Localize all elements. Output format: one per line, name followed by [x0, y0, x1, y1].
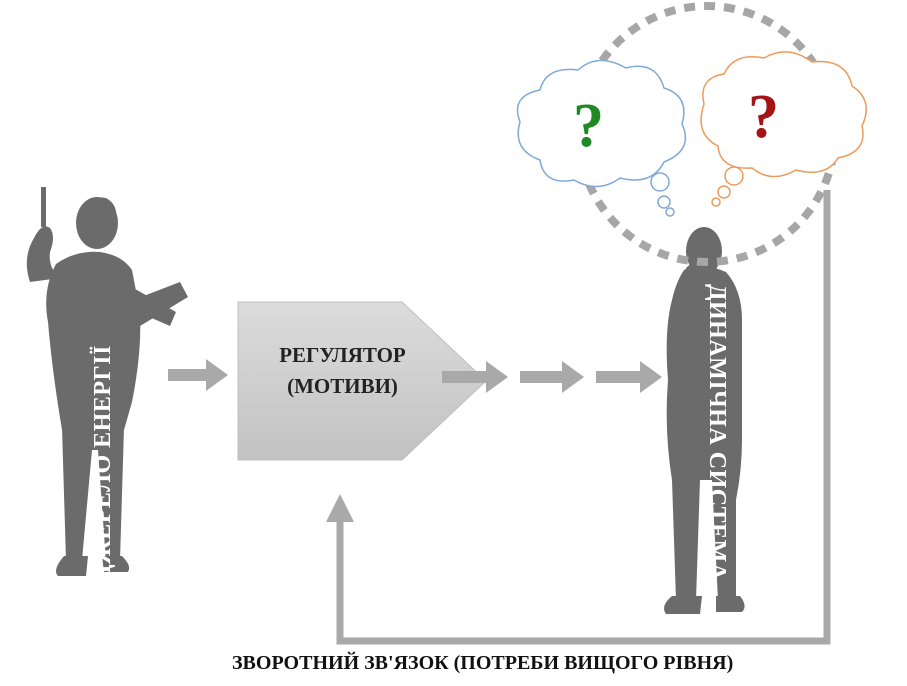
thought-cloud-right [700, 51, 867, 207]
arrow-into-system [596, 361, 662, 393]
arrow-middle [520, 361, 584, 393]
thought-cloud-left [516, 59, 687, 217]
question-mark-red: ? [748, 83, 779, 151]
dynamic-system-silhouette [664, 227, 745, 614]
regulator-label: РЕГУЛЯТОР (МОТИВИ) [250, 340, 435, 402]
regulator-shape [237, 301, 487, 461]
arrow-source-to-regulator [168, 359, 228, 391]
regulator-label-line1: РЕГУЛЯТОР [279, 343, 406, 367]
arrow-regulator-out [442, 361, 508, 393]
energy-source-label: ДЖЕРЕЛО ЕНЕРГІЇ [90, 345, 116, 581]
dynamic-system-label: ДИНАМІЧНА СИСТЕМА [704, 284, 730, 581]
feedback-loop-line [336, 190, 831, 645]
pointer-stick [41, 187, 46, 227]
regulator-label-line2: (МОТИВИ) [287, 374, 398, 398]
feedback-label: ЗВОРОТНИЙ ЗВ'ЯЗОК (ПОТРЕБИ ВИЩОГО РІВНЯ) [232, 652, 734, 674]
feedback-arrowhead [326, 494, 354, 522]
question-mark-green: ? [573, 92, 604, 160]
energy-source-silhouette [26, 187, 188, 576]
